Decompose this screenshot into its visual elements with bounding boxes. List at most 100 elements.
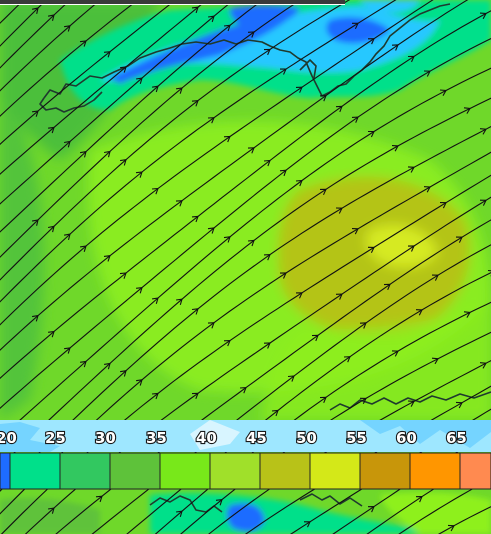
streamline-arrow-icon <box>423 70 431 77</box>
streamline-arrow-icon <box>63 233 71 241</box>
streamline-arrow-icon <box>48 330 55 338</box>
field-yellow-patch <box>365 224 438 268</box>
field-lower-right-lime <box>260 300 491 420</box>
streamline-arrow-icon <box>223 135 231 143</box>
streamline-arrow-icon <box>48 507 55 514</box>
streamline <box>0 67 491 439</box>
legend-swatch <box>259 452 311 490</box>
legend-label-35: 35 <box>146 429 167 447</box>
legend-label-60: 60 <box>396 429 417 447</box>
streamline-arrow-icon <box>479 12 487 20</box>
legend-swatch <box>409 452 461 490</box>
legend-label-55: 55 <box>346 429 367 447</box>
streamline-arrow-icon <box>352 22 359 30</box>
streamline-arrow-icon <box>335 207 343 214</box>
streamline-arrow-icon <box>151 392 159 400</box>
streamline-arrow-icon <box>247 147 255 154</box>
streamline-arrow-icon <box>351 116 359 123</box>
streamline-arrow-icon <box>295 86 303 93</box>
streamline-arrow-icon <box>295 179 303 187</box>
streamline-arrow-icon <box>439 89 447 96</box>
streamline-arrow-icon <box>335 293 343 300</box>
streamline <box>0 0 397 303</box>
streamline-arrow-icon <box>207 322 215 329</box>
streamline-arrow-icon <box>31 7 39 15</box>
field-left-dark <box>0 90 45 420</box>
streamline-arrow-icon <box>463 107 471 114</box>
legend-swatch <box>459 452 491 490</box>
streamline-arrow-icon <box>263 48 271 56</box>
streamline <box>0 0 302 258</box>
streamline-arrow-icon <box>431 274 439 281</box>
streamline-arrow-icon <box>383 283 391 291</box>
legend-labels: 20 25 30 35 40 45 50 55 60 65 <box>0 428 468 448</box>
streamline-arrow-icon <box>136 379 143 386</box>
streamline-arrow-icon <box>415 309 423 316</box>
streamline <box>0 125 491 492</box>
streamline-arrow-icon <box>136 77 143 84</box>
streamline <box>0 0 434 326</box>
streamline-arrow-icon <box>215 498 223 506</box>
streamline <box>0 0 351 281</box>
streamline-arrow-icon <box>479 362 487 369</box>
streamline-arrow-icon <box>439 202 447 209</box>
streamline-arrow-icon <box>191 99 199 107</box>
streamline-arrow-icon <box>135 171 143 178</box>
streamline-arrow-icon <box>367 246 375 254</box>
streamline-arrow-icon <box>479 199 487 206</box>
coastline-east <box>299 59 317 79</box>
legend-swatches <box>0 452 491 490</box>
streamline-arrow-icon <box>176 510 183 518</box>
streamline-arrow-icon <box>391 350 399 357</box>
streamline-arrow-icon <box>176 298 183 306</box>
streamline-arrow-icon <box>319 188 327 196</box>
streamline-arrow-icon <box>391 44 399 51</box>
streamline-arrow-icon <box>367 38 375 45</box>
streamline-arrow-icon <box>487 269 491 277</box>
legend-label-45: 45 <box>246 429 267 447</box>
streamline <box>0 0 208 175</box>
legend-swatch <box>9 452 61 490</box>
streamline-arrow-icon <box>263 159 271 167</box>
legend-swatch <box>159 452 211 490</box>
streamline <box>0 0 264 233</box>
streamline-arrow-icon <box>455 236 463 243</box>
streamline-arrow-icon <box>280 68 287 75</box>
legend-swatch <box>0 452 11 490</box>
legend-label-65: 65 <box>446 429 467 447</box>
legend-label-25: 25 <box>45 429 66 447</box>
streamline <box>0 0 469 351</box>
streamline-arrow-icon <box>151 187 159 195</box>
coastline-north-inlet <box>39 91 103 113</box>
streamline-arrow-icon <box>423 186 431 193</box>
streamline-arrow-icon <box>152 85 159 93</box>
top-bar <box>0 0 345 5</box>
streamline <box>91 244 491 534</box>
streamline-arrow-icon <box>367 506 375 513</box>
coastline-southeast <box>299 493 363 507</box>
legend: 20 25 30 35 40 45 50 55 60 65 <box>0 420 491 490</box>
streamline-arrow-icon <box>79 40 87 47</box>
legend-swatch <box>209 452 261 490</box>
streamline-arrow-icon <box>343 356 351 363</box>
streamline-arrow-icon <box>223 24 231 32</box>
streamline-arrow-icon <box>391 145 399 152</box>
streamline-arrow-icon <box>407 400 415 407</box>
streamline-arrow-icon <box>207 227 215 234</box>
streamline-arrow-icon <box>271 409 279 417</box>
streamline-arrow-icon <box>431 357 439 365</box>
streamline-arrow-icon <box>208 15 215 23</box>
streamline-arrow-icon <box>407 166 415 173</box>
streamline-arrow-icon <box>80 360 87 368</box>
streamline-arrow-icon <box>104 362 111 370</box>
streamline <box>0 0 235 205</box>
streamline-arrow-icon <box>120 370 127 377</box>
streamline <box>0 0 177 145</box>
streamline <box>437 506 491 534</box>
streamline-arrow-icon <box>359 397 367 405</box>
streamline-arrow-icon <box>64 140 71 148</box>
streamline-arrow-icon <box>207 117 215 124</box>
streamline-arrow-icon <box>279 169 287 177</box>
